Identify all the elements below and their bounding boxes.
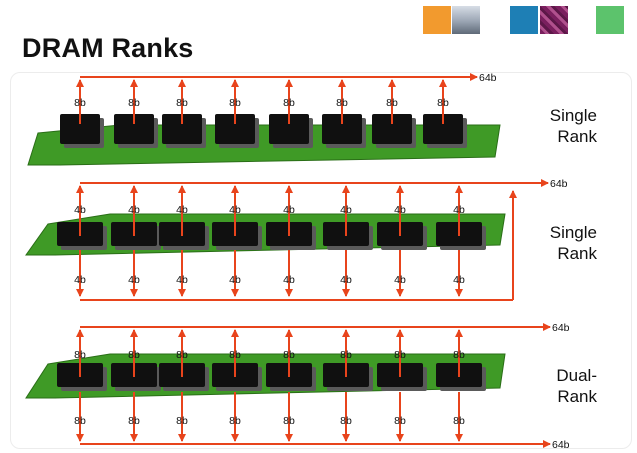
top-bus-label: 64b [479,72,497,84]
content-frame [10,72,632,449]
dram-chip [269,114,309,144]
chip-width-label-bottom: 4b [176,274,188,286]
chip-width-label: 8b [386,97,398,109]
top-bus-label: 64b [552,322,570,334]
module-2-label-line2: Rank [557,244,597,263]
dram-chip [114,114,154,144]
photo-square-2 [540,6,568,34]
chip-width-label-bottom: 4b [229,274,241,286]
bottom-bus-label: 64b [552,439,570,451]
chip-width-label: 8b [394,349,406,361]
dram-chip [423,114,463,144]
chip-width-label: 8b [229,349,241,361]
chip-width-label: 8b [74,97,86,109]
chip-width-label: 8b [74,349,86,361]
chip-width-label-bottom: 8b [340,415,352,427]
chip-width-label-bottom: 4b [283,274,295,286]
dram-module-2 [25,213,506,256]
chip-width-label: 8b [340,349,352,361]
chip-width-label: 4b [74,204,86,216]
page-title: DRAM Ranks [22,33,194,63]
chip-width-label: 8b [176,349,188,361]
module-2-label: Single Rank [550,222,597,264]
photo-square-1 [452,6,480,34]
chip-width-label-bottom: 8b [394,415,406,427]
dram-module-3 [25,353,506,399]
chip-width-label-bottom: 4b [340,274,352,286]
chip-width-label-bottom: 4b [74,274,86,286]
blue-square [510,6,538,34]
chip-width-label-bottom: 8b [176,415,188,427]
chip-width-label: 4b [394,204,406,216]
chip-width-label: 8b [283,97,295,109]
chip-width-label-bottom: 4b [394,274,406,286]
chip-width-label-bottom: 8b [128,415,140,427]
dram-chip [322,114,362,144]
chip-width-label: 4b [453,204,465,216]
dram-module-1 [27,114,501,166]
chip-width-label: 4b [176,204,188,216]
chip-width-label-bottom: 8b [453,415,465,427]
dram-chip [162,114,202,144]
module-3-label-line2: Rank [557,387,597,406]
chip-width-label: 8b [128,97,140,109]
chip-width-label-bottom: 8b [74,415,86,427]
module-3-label-line1: Dual- [556,366,597,385]
top-bus-label: 64b [550,178,568,190]
chip-width-label: 8b [128,349,140,361]
chip-width-label: 4b [229,204,241,216]
module-1-label: Single Rank [550,105,597,147]
green-square [596,6,624,34]
dram-chip [215,114,255,144]
chip-width-label: 4b [283,204,295,216]
chip-width-label: 4b [340,204,352,216]
chip-width-label: 8b [283,349,295,361]
chip-width-label: 8b [336,97,348,109]
chip-width-label-bottom: 8b [229,415,241,427]
chip-width-label: 4b [128,204,140,216]
dram-chip [60,114,100,144]
chip-width-label-bottom: 4b [128,274,140,286]
dram-chip [372,114,412,144]
module-2-label-line1: Single [549,223,597,242]
module-1-label-line1: Single [549,106,597,125]
module-1-label-line2: Rank [557,127,597,146]
chip-width-label: 8b [453,349,465,361]
chip-width-label: 8b [229,97,241,109]
chip-width-label-bottom: 4b [453,274,465,286]
chip-width-label: 8b [437,97,449,109]
orange-square [423,6,451,34]
chip-width-label-bottom: 8b [283,415,295,427]
chip-width-label: 8b [176,97,188,109]
module-3-label: Dual- Rank [556,365,597,407]
